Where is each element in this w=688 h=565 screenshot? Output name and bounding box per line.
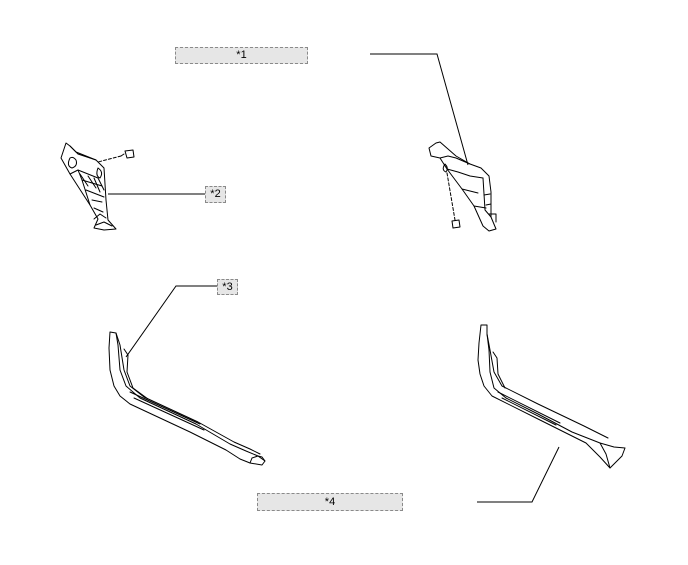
left-scuff-plate xyxy=(108,331,266,466)
left-pillar-garnish xyxy=(60,142,135,231)
callout-1: *1 xyxy=(175,47,308,64)
leader-line-1 xyxy=(370,53,469,166)
leader-line-3 xyxy=(125,285,217,358)
right-scuff-plate xyxy=(477,324,626,469)
callout-4: *4 xyxy=(257,493,403,511)
callout-2: *2 xyxy=(205,186,226,203)
right-pillar-garnish xyxy=(428,141,497,232)
callout-3: *3 xyxy=(217,279,238,295)
leader-line-4 xyxy=(477,446,560,503)
